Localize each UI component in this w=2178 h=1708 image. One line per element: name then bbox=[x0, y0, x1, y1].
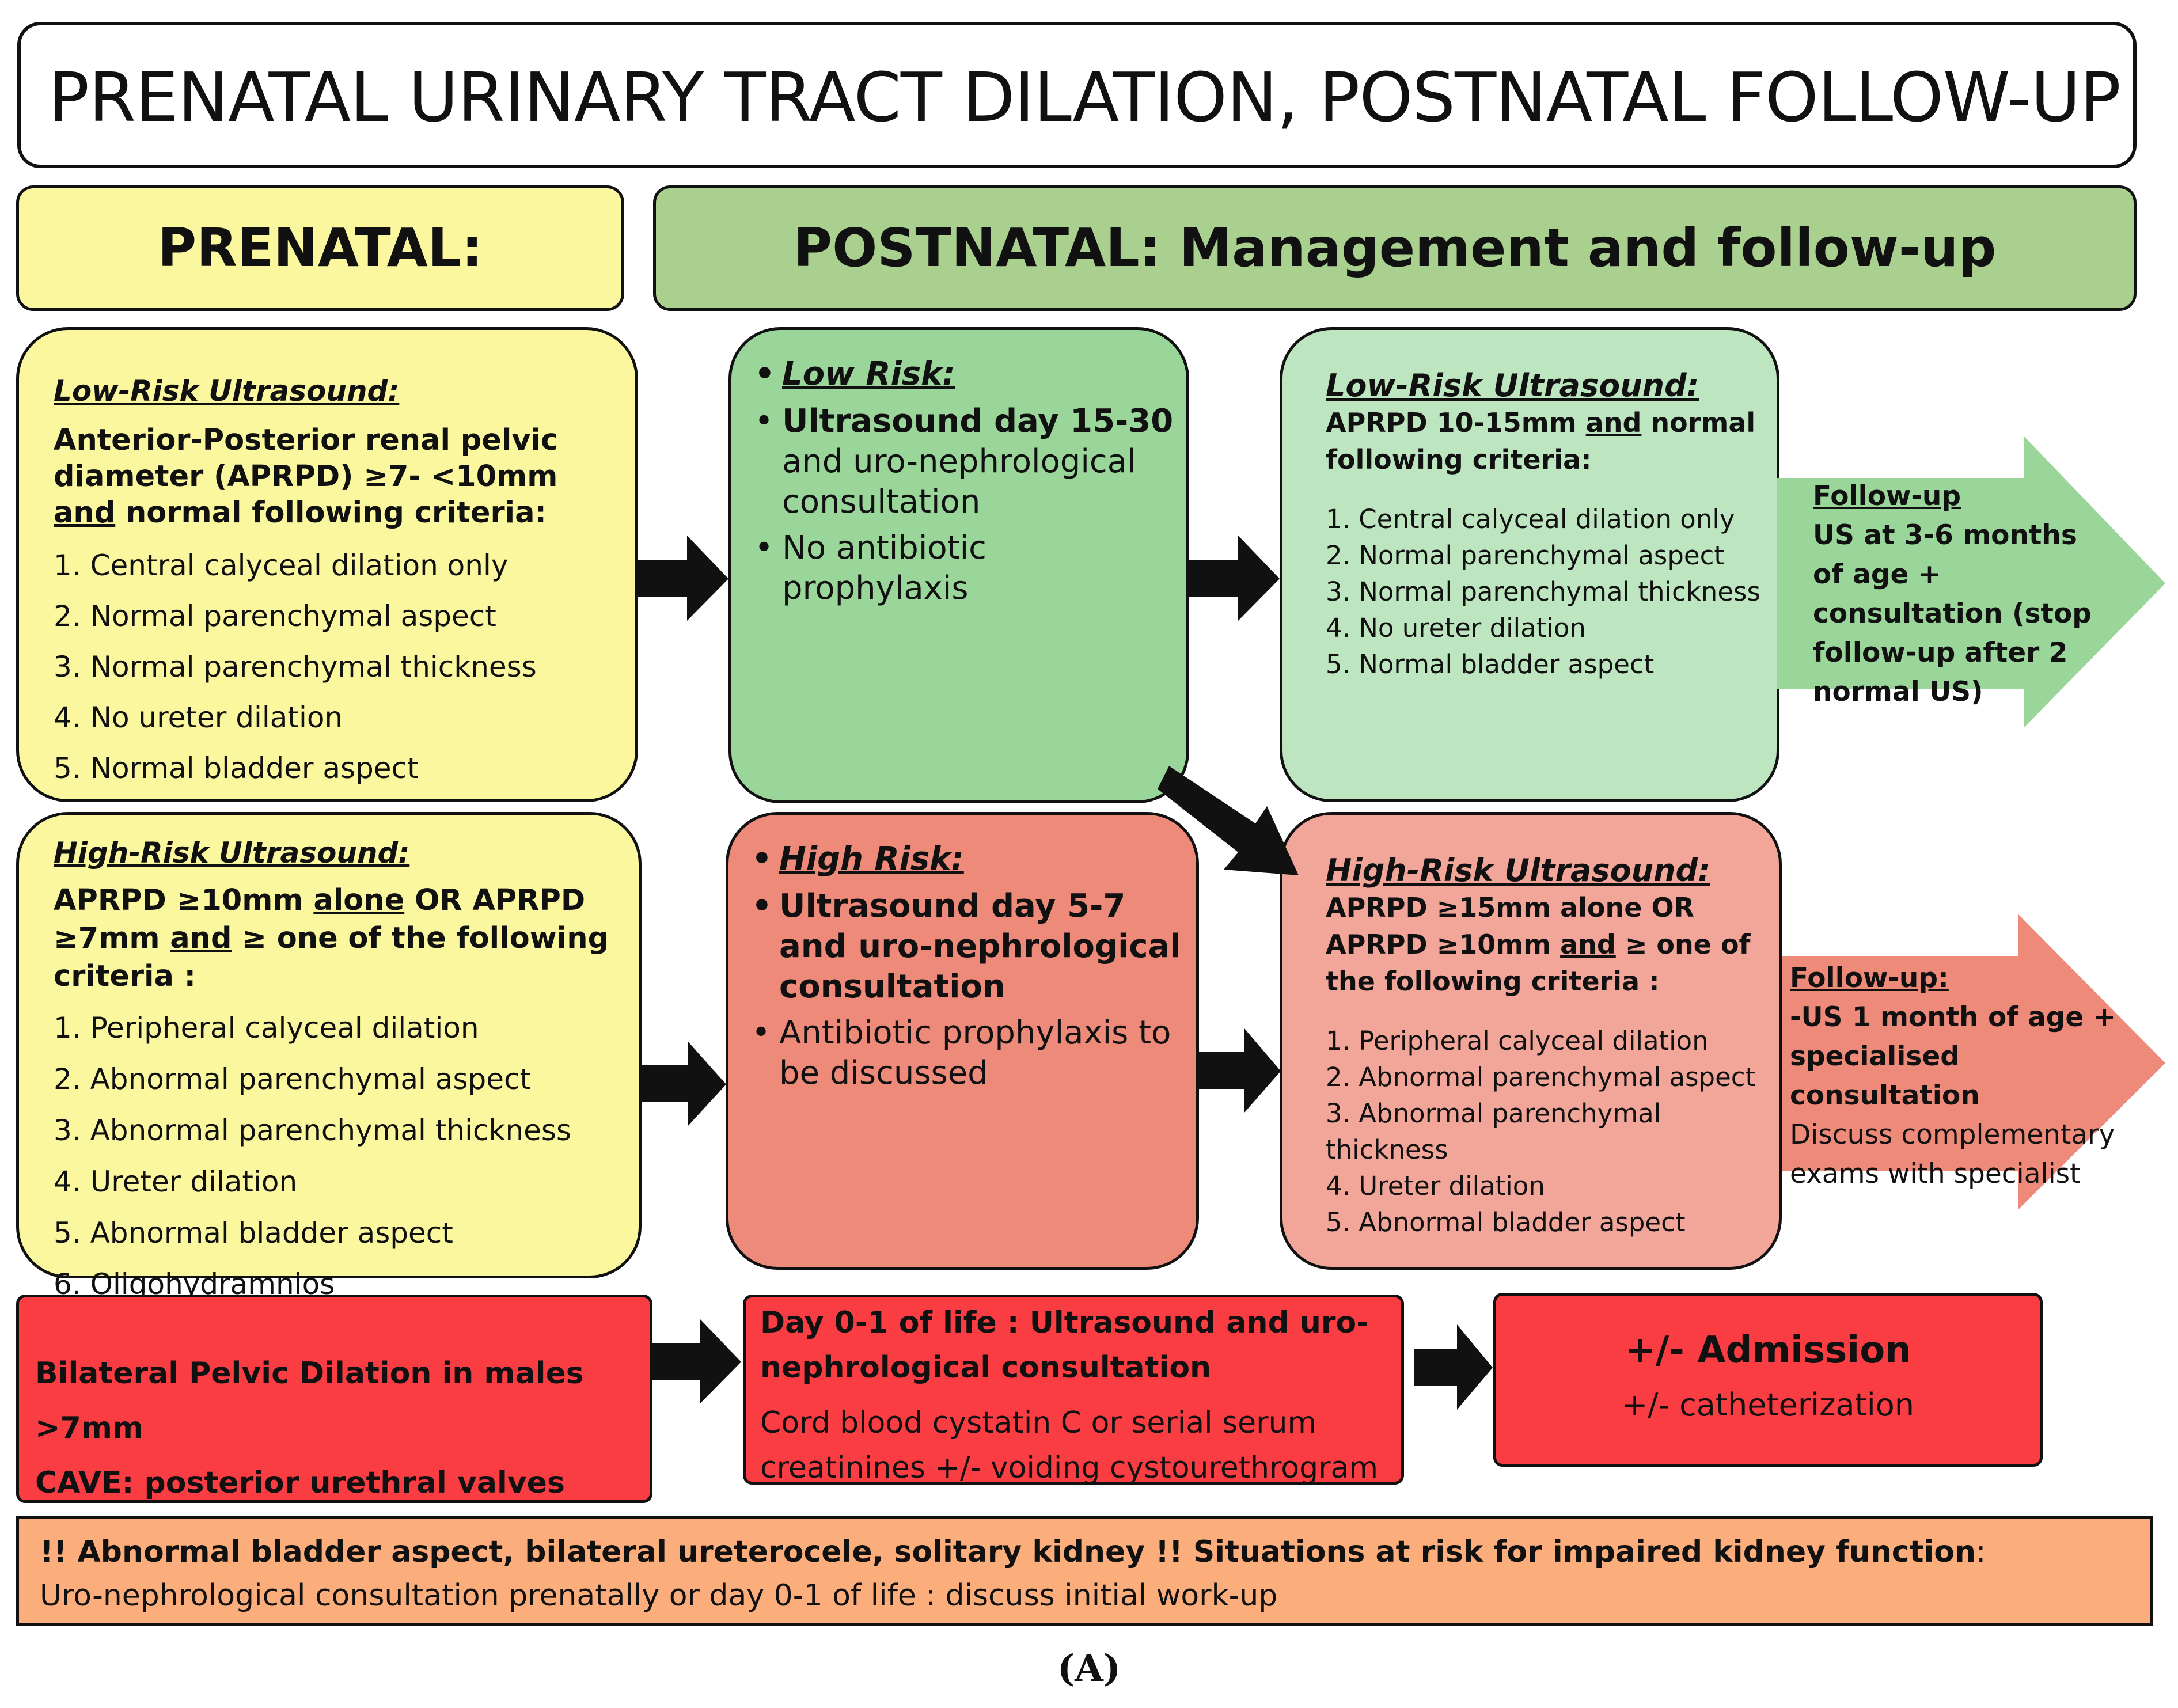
followup-low-arrow-shape bbox=[1777, 437, 2165, 727]
prenatal-header-label: PRENATAL: bbox=[157, 217, 483, 279]
admission-title: +/- Admission bbox=[1625, 1329, 1911, 1372]
arrow-bilateral-to-day01 bbox=[651, 1319, 741, 1404]
list-item: 4. Ureter dilation bbox=[54, 1165, 298, 1198]
day01-box: Day 0-1 of life : Ultrasound and uro-nep… bbox=[743, 1295, 1404, 1485]
figure-caption: (A) bbox=[1057, 1647, 1121, 1690]
arrow-high-risk-to-postnatal-high bbox=[1199, 1028, 1281, 1113]
followup-low-text: US at 3-6 months of age + consultation (… bbox=[1813, 519, 2092, 708]
high-risk-prophylaxis-item: Antibiotic prophylaxis to be discussed bbox=[752, 1013, 1183, 1094]
arrow-low-risk-to-postnatal-high bbox=[1158, 766, 1299, 875]
list-item: 5. Abnormal bladder aspect bbox=[54, 1216, 453, 1250]
list-item: 1. Central calyceal dilation only bbox=[54, 549, 509, 582]
list-item: 2. Normal parenchymal aspect bbox=[1326, 540, 1724, 571]
prenatal-low-risk-title: Low-Risk Ultrasound: bbox=[54, 374, 400, 408]
warning-box: !! Abnormal bladder aspect, bilateral ur… bbox=[16, 1516, 2153, 1626]
postnatal-high-risk-criteria: APRPD ≥15mm alone OR APRPD ≥10mm and ≥ o… bbox=[1326, 892, 1751, 997]
admission-text: +/- catheterization bbox=[1622, 1387, 1914, 1423]
bilateral-dilation-box: Bilateral Pelvic Dilation in males >7mm … bbox=[16, 1295, 652, 1503]
list-item: 5. Normal bladder aspect bbox=[1326, 649, 1655, 680]
followup-high-title: Follow-up: bbox=[1790, 962, 1949, 994]
list-item: 1. Central calyceal dilation only bbox=[1326, 504, 1735, 534]
prenatal-high-risk-title: High-Risk Ultrasound: bbox=[54, 836, 410, 870]
list-item: 4. Ureter dilation bbox=[1326, 1171, 1545, 1201]
postnatal-low-risk-box: Low-Risk Ultrasound: APRPD 10-15mm and n… bbox=[1280, 327, 1779, 802]
list-item: 3. Abnormal parenchymal thickness bbox=[54, 1114, 571, 1147]
low-risk-title: Low Risk: bbox=[754, 354, 1175, 394]
list-item: 3. Normal parenchymal thickness bbox=[54, 650, 537, 684]
prenatal-low-risk-box: Low-Risk Ultrasound: Anterior-Posterior … bbox=[16, 327, 638, 802]
warning-line2: Uro-nephrological consultation prenatall… bbox=[40, 1578, 1278, 1613]
list-item: 3. Abnormal parenchymal thickness bbox=[1326, 1098, 1661, 1165]
postnatal-header: POSTNATAL: Management and follow-up bbox=[653, 185, 2137, 311]
low-risk-prophylaxis-item: No antibiotic prophylaxis bbox=[754, 528, 1175, 609]
arrow-low-risk-to-postnatal-low bbox=[1189, 536, 1280, 621]
prenatal-high-risk-box: High-Risk Ultrasound: APRPD ≥10mm alone … bbox=[16, 812, 642, 1301]
followup-high-text: Discuss complementary exams with special… bbox=[1790, 1119, 2115, 1190]
arrow-day01-to-admission bbox=[1414, 1324, 1493, 1410]
followup-high-text-block: Follow-up: -US 1 month of age + speciali… bbox=[1790, 959, 2124, 1194]
list-item: 5. Abnormal bladder aspect bbox=[1326, 1207, 1686, 1238]
page-title: PRENATAL URINARY TRACT DILATION, POSTNAT… bbox=[48, 58, 2121, 137]
list-item: 3. Normal parenchymal thickness bbox=[1326, 576, 1760, 607]
admission-box: +/- Admission +/- catheterization bbox=[1493, 1293, 2043, 1467]
arrow-prenatal-low-to-low-risk bbox=[638, 536, 728, 621]
list-item: 2. Normal parenchymal aspect bbox=[54, 599, 496, 633]
arrow-prenatal-high-to-high-risk bbox=[642, 1041, 726, 1126]
postnatal-high-risk-box: High-Risk Ultrasound: APRPD ≥15mm alone … bbox=[1280, 812, 1782, 1270]
prenatal-header: PRENATAL: bbox=[16, 185, 624, 311]
list-item: 1. Peripheral calyceal dilation bbox=[1326, 1026, 1709, 1056]
bilateral-line1: Bilateral Pelvic Dilation in males >7mm bbox=[35, 1356, 584, 1445]
postnatal-header-label: POSTNATAL: Management and follow-up bbox=[793, 217, 1997, 279]
bilateral-line2: CAVE: posterior urethral valves bbox=[35, 1466, 565, 1500]
list-item: 4. No ureter dilation bbox=[1326, 613, 1586, 643]
followup-high-bold: -US 1 month of age + specialised consult… bbox=[1790, 1001, 2116, 1111]
title-box: PRENATAL URINARY TRACT DILATION, POSTNAT… bbox=[17, 22, 2137, 168]
postnatal-high-risk-title: High-Risk Ultrasound: bbox=[1326, 852, 1710, 889]
prenatal-high-risk-criteria: APRPD ≥10mm alone OR APRPD ≥7mm and ≥ on… bbox=[54, 883, 609, 993]
postnatal-low-risk-criteria: APRPD 10-15mm and normal following crite… bbox=[1326, 407, 1756, 475]
list-item: 2. Abnormal parenchymal aspect bbox=[54, 1062, 532, 1096]
followup-low-title: Follow-up bbox=[1813, 480, 1961, 512]
prenatal-low-risk-criteria: Anterior-Posterior renal pelvic diameter… bbox=[54, 423, 559, 530]
high-risk-ultrasound-item: Ultrasound day 5-7 and uro-nephrological… bbox=[752, 886, 1183, 1007]
followup-high-arrow-shape bbox=[1782, 914, 2165, 1209]
postnatal-low-risk-title: Low-Risk Ultrasound: bbox=[1326, 367, 1699, 404]
day01-text: Cord blood cystatin C or serial serum cr… bbox=[760, 1406, 1379, 1485]
day01-bold: Day 0-1 of life : Ultrasound and uro-nep… bbox=[760, 1305, 1369, 1385]
followup-low-text-block: Follow-up US at 3-6 months of age + cons… bbox=[1813, 477, 2112, 712]
list-item: 4. No ureter dilation bbox=[54, 701, 343, 734]
list-item: 2. Abnormal parenchymal aspect bbox=[1326, 1062, 1756, 1092]
list-item: 1. Peripheral calyceal dilation bbox=[54, 1011, 479, 1045]
high-risk-title: High Risk: bbox=[752, 839, 1183, 879]
warning-line1: !! Abnormal bladder aspect, bilateral ur… bbox=[40, 1535, 1986, 1569]
high-risk-management-box: High Risk: Ultrasound day 5-7 and uro-ne… bbox=[726, 812, 1199, 1270]
list-item: 5. Normal bladder aspect bbox=[54, 751, 419, 785]
